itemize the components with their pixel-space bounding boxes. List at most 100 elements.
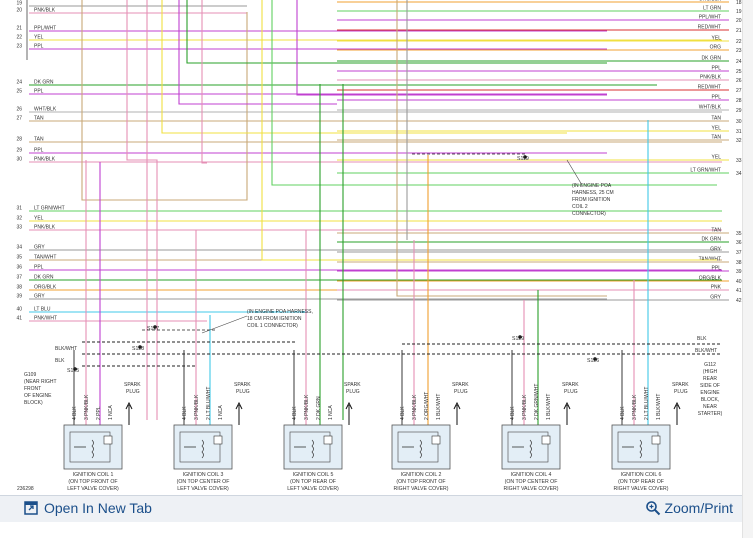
coil-4-pin-1: 4 BLK [400,406,406,420]
coil-3-name: IGNITION COIL 5 [293,472,334,478]
wire-left-label-39: GRY [34,294,45,300]
wire-right-label-40: ORG/BLK [699,276,722,282]
splice-dot-2 [138,345,142,349]
wire-left-label-28: TAN [34,137,44,143]
splice-label-s119: S119 [517,156,529,162]
splice-dot-4 [523,155,527,159]
coil-6-location-a: (ON TOP REAR OF [618,479,664,485]
wire-right-label-34: LT GRN/WHT [690,168,721,174]
wire-right-label-25: PPL [712,66,722,72]
splice-label-s127: S127 [147,326,159,332]
wire-right-label-31: YEL [712,126,722,132]
coil-5-pin-4: 1 BLK/WHT [546,394,552,420]
wire-right-num-28: 28 [736,98,742,104]
routing-wire-2 [126,0,158,420]
coil-1-location-b: LEFT VALVE COVER) [67,486,119,492]
note-harness-25cm-line-5: CONNECTOR) [572,211,606,217]
figure-id: 236298 [17,486,34,492]
wire-right-label-18: ORG/BLK [699,0,722,3]
wire-left-label-31: LT GRN/WHT [34,206,65,212]
ground-label-blk-wht: BLK/WHT [55,346,77,352]
coil-6-location-b: RIGHT VALVE COVER) [613,486,668,492]
coil-schematic-2 [179,431,221,463]
wire-right-num-29: 29 [736,108,742,114]
wire-right-num-39: 39 [736,269,742,275]
wire-right-label-30: TAN [711,116,721,122]
coil-1-pin-3: 2 PPL [96,406,102,420]
coil-winding-5 [529,439,532,459]
wire-left-label-34: GRY [34,245,45,251]
routing-wire-5 [178,0,337,105]
wire-left-num-24: 24 [16,80,22,86]
coil-4-location-a: (ON TOP FRONT OF [396,479,445,485]
coil-5-location-b: RIGHT VALVE COVER) [503,486,558,492]
note-g112-line-8: STARTER) [698,411,723,417]
coil-4-pin-4: 1 BLK/WHT [436,394,442,420]
wire-left-num-33: 33 [16,225,22,231]
note-harness-18cm-line-2: 18 CM FROM IGNITION [247,316,302,322]
wire-right-num-20: 20 [736,18,742,24]
coil-4-pin-3: 2 ORG/WHT [424,392,430,420]
wire-left-label-35: TAN/WHT [34,255,56,261]
splice-dot-1 [153,325,157,329]
open-in-new-tab-icon [24,501,38,515]
ground-label-blk-wht-right: BLK/WHT [695,348,717,354]
coil-schematic-5 [507,431,549,463]
wire-right-label-35: TAN [711,228,721,234]
wire-left-num-35: 35 [16,255,22,261]
wire-right-num-37: 37 [736,250,742,256]
zoom-print-link[interactable]: Zoom/Print [645,499,733,517]
coil-output-5 [541,435,551,445]
coil-schematic-1 [69,431,111,463]
coil-winding-6 [639,439,642,459]
spark-plug-arrow-4 [453,401,461,425]
coil-6-name: IGNITION COIL 6 [621,472,662,478]
spark-plug-label-3-a: SPARK [344,382,361,388]
coil-5-location-a: (ON TOP CENTER OF [505,479,558,485]
coil-2-pin-1: 4 BLK [182,406,188,420]
routing-wire-12 [396,0,607,297]
coil-5-pin-1: 4 BLK [510,406,516,420]
wire-left-num-27: 27 [16,116,22,122]
coil-3-pin-1: 4 BLK [292,406,298,420]
note-g112-line-5: ENGINE [700,390,720,396]
coil-1-pin-2: 3 PNK/BLK [84,394,90,420]
note-g112-line-4: SIDE OF [700,383,720,389]
coil-1-pin-4: 1 NCA [108,405,114,420]
wire-left-num-21: 21 [16,26,22,32]
wire-right-num-22: 22 [736,39,742,45]
wire-right-num-35: 35 [736,231,742,237]
wire-left-num-31: 31 [16,206,22,212]
wire-right-label-24: DK GRN [702,56,722,62]
coil-output-3 [323,435,333,445]
wire-right-num-21: 21 [736,28,742,34]
note-harness-25cm-line-2: HARNESS, 25 CM [572,190,614,196]
note-harness-25cm-line-3: FROM IGNITION [572,197,611,203]
scrollbar[interactable] [742,0,753,538]
wire-right-num-31: 31 [736,129,742,135]
open-in-new-tab-link[interactable]: Open In New Tab [24,499,152,517]
wire-left-num-38: 38 [16,285,22,291]
wire-right-num-24: 24 [736,59,742,65]
routing-wire-4 [161,0,567,134]
note-harness-18cm-line-1: (IN ENGINE POA HARNESS, [247,309,313,315]
spark-plug-label-5-b: PLUG [564,389,578,395]
wire-left-label-20: PNK/BLK [34,8,56,14]
wire-right-num-36: 36 [736,240,742,246]
wire-right-label-37: GRY [710,247,721,253]
wire-right-label-39: PPL [712,266,722,272]
coil-output-6 [651,435,661,445]
wire-left-label-26: WHT/BLK [34,107,57,113]
wire-left-num-22: 22 [16,35,22,41]
wire-right-label-22: YEL [712,36,722,42]
coil-1-pin-1: 4 BLK [72,406,78,420]
coil-winding-4 [419,439,422,459]
coil-2-location-b: LEFT VALVE COVER) [177,486,229,492]
wire-right-label-29: WHT/BLK [699,105,722,111]
coil-1-name: IGNITION COIL 1 [73,472,114,478]
wire-left-label-37: DK GRN [34,275,54,281]
note-g112-line-6: BLOCK, [701,397,719,403]
note-g109-line-5: BLOCK) [24,400,43,406]
coil-schematic-6 [617,431,659,463]
